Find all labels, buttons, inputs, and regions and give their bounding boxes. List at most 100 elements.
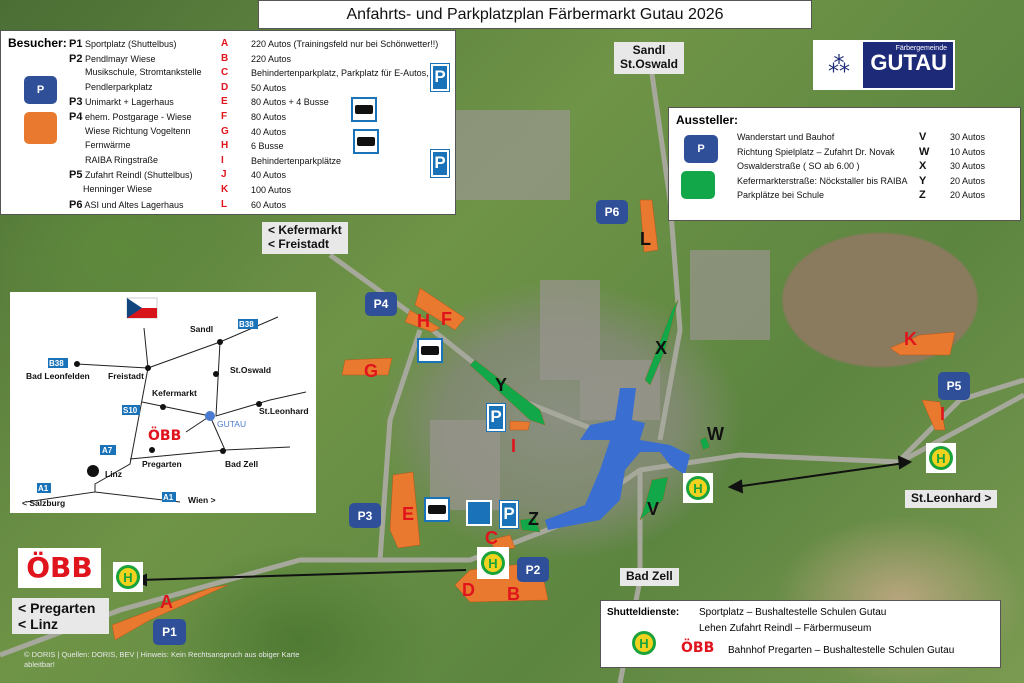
exhibitor-row-name: Kefermarkterstraße: Nöckstaller bis RAIB… xyxy=(737,175,908,186)
area-X-label: X xyxy=(655,338,667,358)
bus-stop-icon: H xyxy=(477,547,509,579)
area-letter: E xyxy=(221,96,228,108)
area-letter: I xyxy=(221,154,224,166)
parking-name: ASI und Altes Lagerhaus xyxy=(84,199,184,210)
sign-kefermarkt: < Kefermarkt xyxy=(268,223,342,237)
parking-name: Fernwärme xyxy=(85,140,131,151)
area-D-label: D xyxy=(462,580,475,600)
svg-text:A7: A7 xyxy=(102,446,113,455)
exhibitor-legend-heading: Aussteller: xyxy=(676,113,739,127)
disabled-parking-icon: P xyxy=(430,63,450,92)
visitor-row: P4 ehem. Postgarage - Wiese xyxy=(69,111,192,123)
sign-sandl: Sandl xyxy=(632,43,666,57)
parking-code: P6 xyxy=(69,198,83,211)
svg-text:S10: S10 xyxy=(123,406,138,415)
area-letter: F xyxy=(221,111,228,122)
area-G-label: G xyxy=(364,361,378,381)
sign-southwest: < Pregarten< Linz xyxy=(12,598,109,635)
parking-name: Zufahrt Reindl (Shuttelbus) xyxy=(84,170,193,181)
area-C-label: C xyxy=(485,528,498,548)
area-letter: K xyxy=(221,184,229,195)
obb-logo: ÖBB xyxy=(18,548,101,588)
area-I-label: I xyxy=(511,436,516,456)
area-letter: L xyxy=(221,198,228,210)
area-letter: J xyxy=(221,169,227,181)
bus-icon xyxy=(353,129,379,154)
parking-P5: P5 xyxy=(938,372,970,400)
overview-sandl: Sandl xyxy=(190,324,213,334)
parking-code: P1 xyxy=(69,38,83,50)
disabled-parking-icon: P xyxy=(430,149,450,178)
parking-name: RAIBA Ringstraße xyxy=(85,154,159,165)
bus-icon xyxy=(351,97,377,122)
shuttle-legend-heading: Shutteldienste: xyxy=(607,607,680,618)
area-K-label: K xyxy=(904,329,917,349)
overview-map-svg: Sandl St.Oswald Bad Leonfelden Freistadt… xyxy=(22,297,309,508)
overview-bad-leonfelden: Bad Leonfelden xyxy=(26,371,90,381)
exhibitor-row-cars: 20 Autos xyxy=(950,175,986,186)
overview-linz: Linz xyxy=(105,469,122,479)
overview-obb-logo: ÖBB xyxy=(148,426,181,444)
visitor-row: Wiese Richtung Vogeltenn xyxy=(85,126,191,136)
area-info: 50 Autos xyxy=(251,82,287,93)
shuttle-line-3: Bahnhof Pregarten – Bushaltestelle Schul… xyxy=(728,645,955,656)
exhibitor-row-cars: 30 Autos xyxy=(950,132,986,142)
exhibitor-row-name: Wanderstart und Bauhof xyxy=(737,132,835,142)
overview-pregarten: Pregarten xyxy=(142,459,182,469)
area-info: 220 Autos (Trainingsfeld nur bei Schönwe… xyxy=(251,39,439,49)
parking-name: Pendlmayr Wiese xyxy=(84,53,156,64)
area-letter: C xyxy=(221,67,229,79)
area-letter: G xyxy=(221,125,229,137)
parking-name: Henninger Wiese xyxy=(83,184,153,194)
area-info: 80 Autos xyxy=(251,112,287,122)
area-letter: B xyxy=(221,52,229,64)
area-info: 6 Busse xyxy=(251,141,284,152)
sign-west: < Kefermarkt< Freistadt xyxy=(262,222,348,254)
exhibitor-row-letter: Z xyxy=(919,189,926,202)
sign-linz: < Linz xyxy=(18,616,59,633)
exhibitor-row-name: Richtung Spielplatz – Zufahrt Dr. Novak xyxy=(737,146,895,157)
shuttle-obb-logo: ÖBB xyxy=(681,640,715,656)
ev-charging-icon xyxy=(466,500,492,526)
exhibitor-parking-legend-icon: P xyxy=(684,135,718,163)
area-H-label: H xyxy=(417,311,430,331)
exhibitor-area-blue xyxy=(545,388,690,530)
area-info: 80 Autos + 4 Busse xyxy=(251,97,329,108)
parking-name: Wiese Richtung Vogeltenn xyxy=(85,125,191,136)
area-F-label: F xyxy=(441,309,452,329)
area-W-label: W xyxy=(707,424,724,444)
overview-salzburg: < Salzburg xyxy=(22,498,65,508)
exhibitor-parking-areas xyxy=(469,299,711,533)
parking-name: Unimarkt + Lagerhaus xyxy=(84,97,174,108)
area-Y-label: Y xyxy=(495,375,507,395)
parking-P2: P2 xyxy=(517,557,549,582)
area-info: 100 Autos xyxy=(251,185,292,195)
area-info: 40 Autos xyxy=(251,170,287,181)
area-info: 60 Autos xyxy=(251,199,287,210)
exhibitor-row-cars: 30 Autos xyxy=(950,161,986,172)
area-info: 40 Autos xyxy=(251,126,287,137)
overview-freistadt: Freistadt xyxy=(108,371,144,381)
bus-parking-icon xyxy=(417,338,443,363)
parking-code: P5 xyxy=(69,169,83,182)
area-A-label: A xyxy=(160,592,173,612)
houses xyxy=(430,110,770,510)
overview-bad-zell: Bad Zell xyxy=(225,459,258,469)
shuttle-legend: Shutteldienste: Sportplatz – Bushalteste… xyxy=(600,600,1001,668)
shuttle-line-2: Lehen Zufahrt Reindl – Färbermuseum xyxy=(699,623,872,634)
visitor-legend-heading: Besucher: xyxy=(8,36,67,50)
bus-stop-icon: H xyxy=(926,443,956,473)
parking-P1: P1 xyxy=(153,619,186,645)
parking-name: ehem. Postgarage - Wiese xyxy=(84,112,192,122)
parking-legend-icon: P xyxy=(24,76,57,104)
logo-subtitle: Färbergemeinde xyxy=(895,45,947,52)
area-E-label: E xyxy=(402,504,414,524)
logo-name: GUTAU xyxy=(870,50,947,75)
overview-wien: Wien > xyxy=(188,495,216,505)
parking-name: Musikschule, Stromtankstelle xyxy=(85,67,202,78)
overview-kefermarkt: Kefermarkt xyxy=(152,388,197,398)
parking-P6: P6 xyxy=(596,200,628,224)
overview-map: Sandl St.Oswald Bad Leonfelden Freistadt… xyxy=(10,292,316,513)
